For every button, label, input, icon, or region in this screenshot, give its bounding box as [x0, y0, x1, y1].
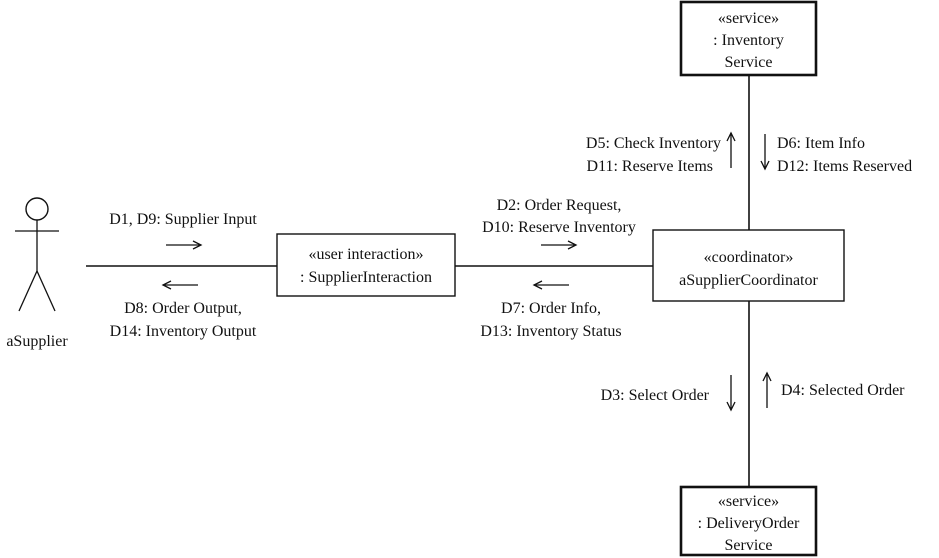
message-items-reserved: D12: Items Reserved: [777, 158, 912, 175]
message-supplier-input: D1, D9: Supplier Input: [109, 211, 257, 228]
delivery-order-service-stereotype: «service»: [718, 493, 779, 510]
message-reserve-inventory: D10: Reserve Inventory: [482, 219, 636, 236]
delivery-order-service-box: [679, 485, 818, 557]
message-order-info: D7: Order Info,: [501, 300, 601, 317]
inventory-service-name-line2: Service: [725, 54, 773, 71]
left-arrow-icon: [532, 280, 569, 290]
actor-right-leg: [36, 270, 56, 312]
actor-head: [25, 197, 49, 221]
actor-left-leg: [18, 270, 38, 312]
supplier-interaction-name: : SupplierInteraction: [300, 269, 432, 286]
delivery-order-service-name-line2: Service: [725, 537, 773, 554]
actor-asupplier: aSupplier: [6, 197, 68, 350]
object-supplier-interaction: «user interaction» : SupplierInteraction: [276, 233, 456, 297]
message-inventory-status: D13: Inventory Status: [480, 323, 621, 340]
supplier-coordinator-stereotype: «coordinator»: [704, 249, 794, 266]
down-arrow-icon: [760, 134, 770, 171]
object-inventory-service: «service» : Inventory Service: [679, 0, 818, 77]
up-arrow-icon: [726, 131, 736, 168]
message-reserve-items: D11: Reserve Items: [587, 158, 713, 175]
down-arrow-icon: [726, 375, 736, 412]
message-selected-order: D4: Selected Order: [781, 382, 905, 399]
right-arrow-icon: [541, 240, 578, 250]
inventory-service-name-line1: : Inventory: [713, 32, 784, 49]
object-delivery-order-service: «service» : DeliveryOrder Service: [679, 485, 818, 557]
object-supplier-coordinator: «coordinator» aSupplierCoordinator: [652, 229, 845, 302]
message-item-info: D6: Item Info: [777, 135, 865, 152]
right-arrow-icon: [166, 240, 203, 250]
inventory-service-box: [679, 0, 818, 77]
message-order-output: D8: Order Output,: [124, 300, 242, 317]
inventory-service-stereotype: «service»: [718, 10, 779, 27]
supplier-interaction-box: [276, 233, 456, 297]
supplier-coordinator-box: [652, 229, 845, 302]
message-check-inventory: D5: Check Inventory: [586, 135, 721, 152]
delivery-order-service-name-line1: : DeliveryOrder: [698, 515, 800, 532]
actor-name: aSupplier: [6, 333, 68, 350]
message-inventory-output: D14: Inventory Output: [110, 323, 257, 340]
message-order-request: D2: Order Request,: [497, 197, 622, 214]
up-arrow-icon: [762, 371, 772, 408]
supplier-coordinator-name: aSupplierCoordinator: [679, 272, 818, 289]
left-arrow-icon: [161, 280, 198, 290]
supplier-interaction-stereotype: «user interaction»: [308, 246, 423, 263]
message-select-order: D3: Select Order: [601, 387, 710, 404]
